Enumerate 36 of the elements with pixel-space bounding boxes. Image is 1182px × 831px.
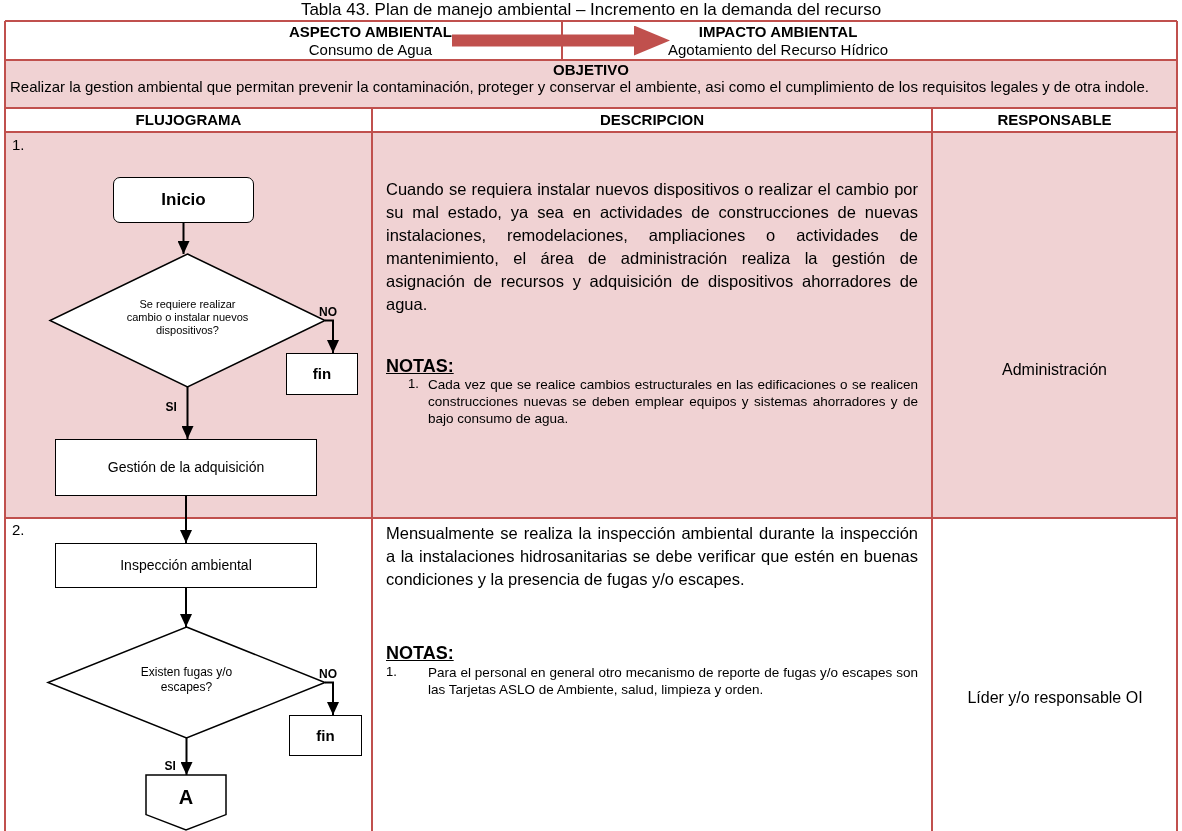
arrow [452, 25, 670, 56]
process-box: Gestión de la adquisición [55, 439, 317, 496]
list-number: 1. [408, 376, 419, 392]
start-terminal: Inicio [113, 177, 254, 223]
edge-label: SI [165, 401, 177, 414]
end-box: fin [289, 715, 362, 756]
description-text: Mensualmente se realiza la inspección ambiental durante la inspección a la instalaciones hidrosanitarias se debe verificar que estén en buenas condiciones y la presencia de fugas y/o escapes. [386, 523, 918, 590]
off-page-connector: A [146, 775, 226, 830]
arrow [177, 222, 190, 255]
column-header: FLUJOGRAMA [134, 111, 243, 129]
process-box: Inspección ambiental [55, 543, 317, 588]
column-header: DESCRIPCION [598, 111, 706, 129]
table-title: Tabla 43. Plan de manejo ambiental – Incremento en la demanda del recurso [299, 0, 883, 20]
objective-text: Realizar la gestion ambiental que permitan prevenir la contaminación, proteger y conservar el ambiente, asi como el cumplimiento de los requisitos legales y de otra indole. [10, 78, 1150, 95]
header-cell: ASPECTO AMBIENTAL Consumo de Agua [170, 22, 452, 59]
arrow [324, 681, 339, 716]
step-number: 2. [12, 521, 25, 539]
arrow [324, 319, 339, 354]
arrow [180, 587, 192, 628]
arrow [180, 737, 193, 776]
responsible-text: Administración [1001, 360, 1108, 379]
note-text: Para el personal en general otro mecanismo de reporte de fugas y/o escapes son las Tarjetas ASLO de Ambiente, salud, limpieza y orden. [428, 664, 918, 698]
edge-label: SI [164, 760, 176, 773]
notes-heading: NOTAS: [386, 642, 454, 664]
column-header: RESPONSABLE [996, 111, 1113, 129]
end-box: fin [286, 353, 358, 395]
section-heading: OBJETIVO [552, 61, 630, 79]
note-text: Cada vez que se realice cambios estructurales en las edificaciones o se realicen construcciones nuevas se deben emplear equipos y sistemas ahorradores y de bajo consumo de agua. [428, 376, 918, 427]
step-number: 1. [12, 136, 25, 154]
notes-heading: NOTAS: [386, 355, 454, 377]
arrow [180, 495, 192, 544]
responsible-text: Líder y/o responsable OI [966, 688, 1144, 707]
arrow [181, 386, 194, 440]
description-text: Cuando se requiera instalar nuevos dispositivos o realizar el cambio por su mal estado, ya sea en actividades de construcciones de nuevas instalaciones, remodelaciones, ampliaciones o actividades de mantenimiento, el área de administración realiza la gestión de asignación de recursos y adquisición de dispositivos ahorradores de agua. [386, 179, 918, 315]
header-cell: IMPACTO AMBIENTAL Agotamiento del Recurso Hídrico [668, 22, 1072, 59]
list-number: 1. [386, 664, 397, 680]
